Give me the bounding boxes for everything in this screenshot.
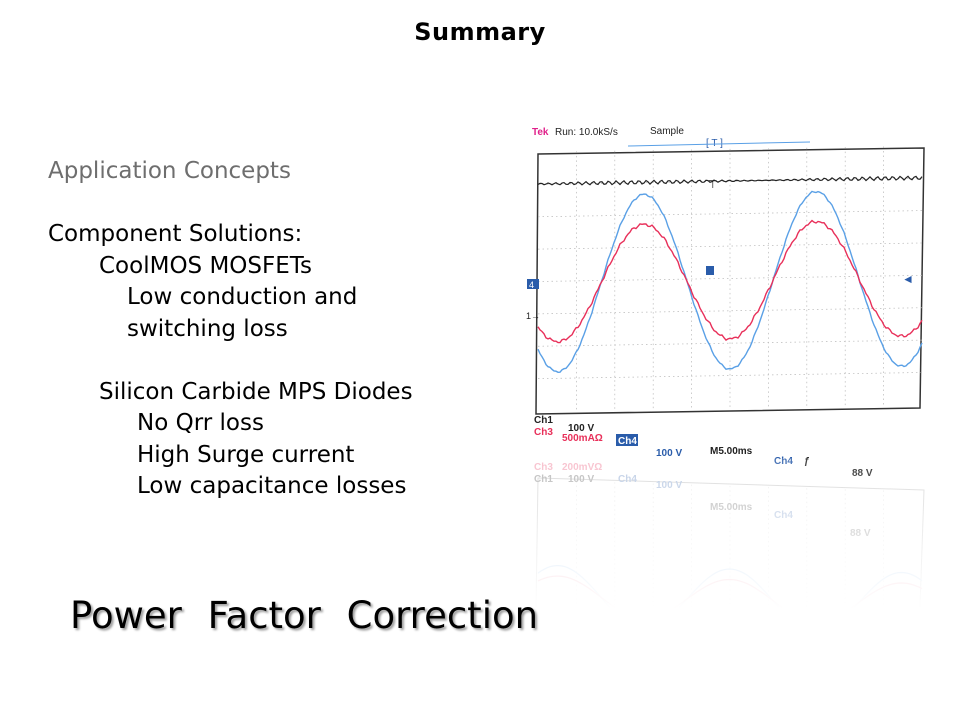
grid-line <box>537 339 923 347</box>
content-text: Application Concepts Component Solutions… <box>48 156 413 503</box>
grid-line <box>537 307 923 315</box>
trace-ch1 <box>537 175 923 186</box>
scope-screen-frame <box>535 147 925 415</box>
scope-trigger-marker: [ T ] <box>706 138 723 149</box>
ch4-ground-marker <box>527 279 539 289</box>
coolmos-detail-line1: Low conduction and <box>127 284 358 310</box>
trace-ch3 <box>537 219 923 344</box>
scope-reflection: Ch3 200mVΩ Ch1 100 V Ch4 100 V M5.00ms C… <box>510 458 940 608</box>
scope-main-display: Tek Run: 10.0kS/s Sample [ T ] 4 1→ ◄ ⊤ … <box>526 126 925 479</box>
ch1-scale: 100 V <box>568 423 594 434</box>
slide-title: Summary <box>414 18 546 46</box>
grid-line <box>537 210 923 218</box>
timebase-readout: M5.00ms <box>710 446 753 457</box>
sic-detail-capacitance: Low capacitance losses <box>137 473 407 499</box>
scope-acq-mode: Sample <box>650 126 684 137</box>
trigger-position-marker: ⊤ <box>708 179 718 191</box>
sic-item: Silicon Carbide MPS Diodes <box>99 378 413 405</box>
scope-brand: Tek <box>532 127 549 138</box>
sic-detail-surge: High Surge current <box>137 441 355 468</box>
ch3-label: Ch3 <box>534 427 553 438</box>
oscilloscope-screenshot: Tek Run: 10.0kS/s Sample [ T ] 4 1→ ◄ ⊤ … <box>510 118 940 608</box>
ch1-label: Ch1 <box>534 415 553 426</box>
ch1-marker-label: 1→ <box>526 311 540 321</box>
grid-line <box>537 372 923 379</box>
scope-run-rate: Run: 10.0kS/s <box>555 127 618 138</box>
ch4-label: Ch4 <box>618 436 637 447</box>
coolmos-detail-line2: switching loss <box>127 315 288 342</box>
trigger-level-arrow: ◄ <box>902 272 914 286</box>
trigger-point-marker <box>706 266 714 275</box>
grid-line <box>537 177 923 185</box>
power-factor-correction-title: Power Factor Correction <box>70 594 539 637</box>
sic-detail-qrr: No Qrr loss <box>137 410 264 436</box>
application-concepts-heading: Application Concepts <box>48 158 291 184</box>
ch3-scale: 500mAΩ <box>562 433 603 444</box>
coolmos-item: CoolMOS MOSFETs <box>99 252 312 279</box>
grid-line <box>537 242 923 250</box>
ch4-scale: 100 V <box>656 448 682 459</box>
ch4-marker-label: 4 <box>529 280 534 290</box>
component-solutions-heading: Component Solutions: <box>48 221 303 247</box>
